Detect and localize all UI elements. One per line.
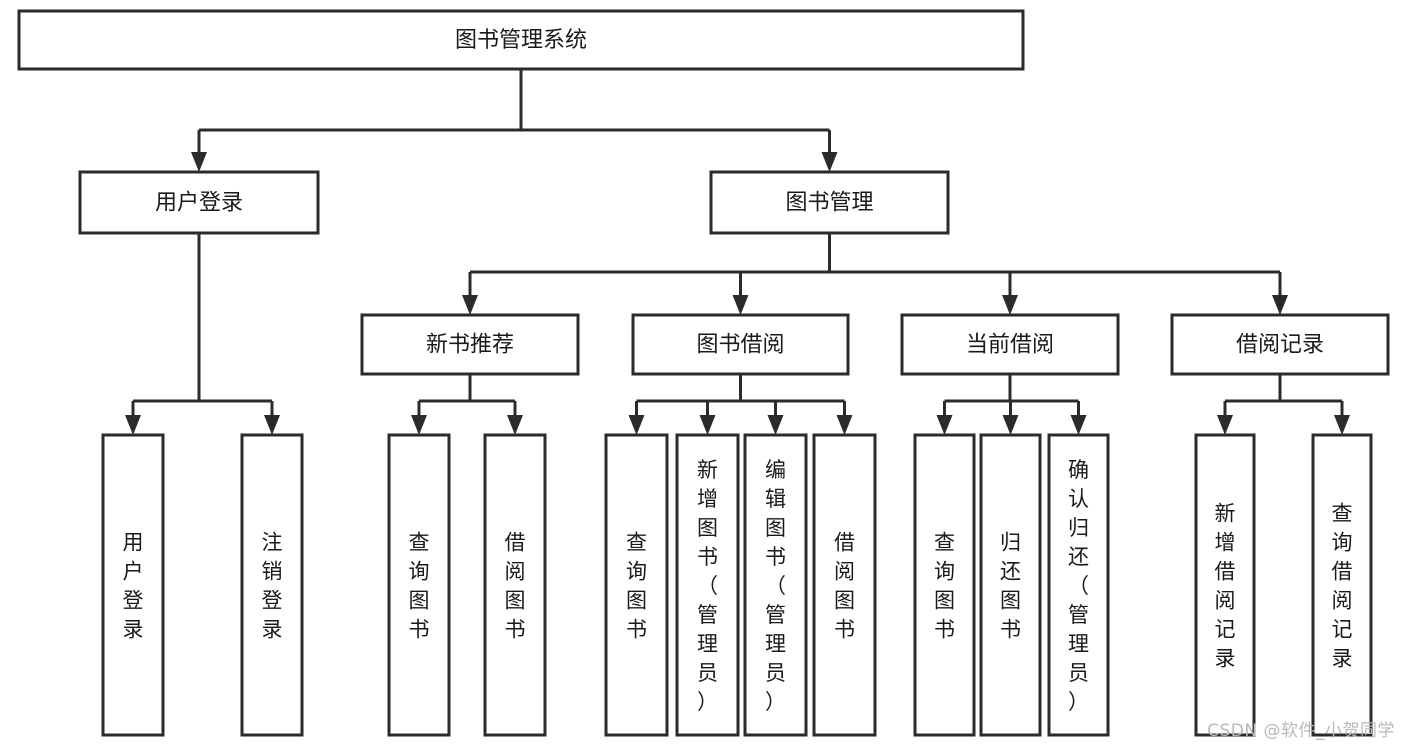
node-box <box>360 313 580 376</box>
connectors-layer <box>125 69 1350 435</box>
node-label: 确认归还（管理员） <box>1068 458 1089 714</box>
connector-arrowhead <box>836 415 853 435</box>
node-box <box>1047 433 1110 737</box>
node-label: 借阅图书 <box>834 531 855 642</box>
connector-arrowhead <box>1070 415 1087 435</box>
connector-arrowhead <box>1002 295 1018 315</box>
nodes-layer: 图书管理系统用户登录图书管理新书推荐图书借阅当前借阅借阅记录用户登录注销登录查询… <box>17 9 1390 737</box>
node-box <box>913 433 976 737</box>
node-box <box>1170 313 1390 376</box>
node-label: 图书借阅 <box>696 333 784 358</box>
node-label: 借阅图书 <box>505 531 526 642</box>
node-label: 图书管理 <box>785 191 873 216</box>
node-root-root[interactable]: 图书管理系统 <box>17 9 1025 71</box>
node-label: 新书推荐 <box>426 333 514 358</box>
node-label: 注销登录 <box>262 531 283 642</box>
node-box <box>709 170 950 235</box>
node-box <box>240 433 304 737</box>
node-box <box>387 433 451 737</box>
node-box <box>675 433 740 737</box>
node-label: 查询图书 <box>934 531 955 642</box>
node-borrow-record[interactable]: 借阅记录 <box>1170 313 1390 376</box>
connector-arrowhead <box>732 295 749 315</box>
node-leaf-borrow-book[interactable]: 借阅图书 <box>812 433 877 737</box>
node-box <box>900 313 1120 376</box>
node-box <box>1311 433 1373 737</box>
connector-arrowhead <box>1217 415 1233 435</box>
node-label: 归还图书 <box>1000 531 1021 642</box>
node-label: 查询图书 <box>409 531 430 642</box>
node-box <box>1194 433 1256 737</box>
node-box <box>604 433 669 737</box>
node-label: 编辑图书（管理员） <box>765 458 786 714</box>
node-leaf-borrow-book-recommend[interactable]: 借阅图书 <box>483 433 547 737</box>
node-label: 用户登录 <box>123 531 144 642</box>
node-new-book-recommend[interactable]: 新书推荐 <box>360 313 580 376</box>
node-box <box>812 433 877 737</box>
node-book-management[interactable]: 图书管理 <box>709 170 950 235</box>
connector-arrowhead <box>125 415 141 435</box>
node-box <box>17 9 1025 71</box>
node-label: 新增借阅记录 <box>1215 502 1236 671</box>
node-label: 图书管理系统 <box>455 28 587 53</box>
connector-arrowhead <box>1334 415 1350 435</box>
node-leaf-query-book-borrow[interactable]: 查询图书 <box>604 433 669 737</box>
node-leaf-query-borrow-record[interactable]: 查询借阅记录 <box>1311 433 1373 737</box>
node-box <box>743 433 808 737</box>
node-leaf-query-book-recommend[interactable]: 查询图书 <box>387 433 451 737</box>
connector-arrowhead <box>699 415 716 435</box>
node-box <box>631 313 850 376</box>
connector-arrowhead <box>507 415 523 435</box>
node-box <box>78 170 320 235</box>
connector-arrowhead <box>191 152 207 172</box>
connector-arrowhead <box>1002 415 1019 435</box>
node-box <box>483 433 547 737</box>
node-leaf-logout[interactable]: 注销登录 <box>240 433 304 737</box>
node-leaf-add-borrow-record[interactable]: 新增借阅记录 <box>1194 433 1256 737</box>
node-leaf-edit-book-admin[interactable]: 编辑图书（管理员） <box>743 433 808 737</box>
node-leaf-return-book[interactable]: 归还图书 <box>979 433 1042 737</box>
node-label: 查询图书 <box>626 531 647 642</box>
node-box <box>979 433 1042 737</box>
node-leaf-confirm-return-admin[interactable]: 确认归还（管理员） <box>1047 433 1110 737</box>
connector-arrowhead <box>936 415 953 435</box>
connector-arrowhead <box>1272 295 1288 315</box>
csdn-watermark: CSDN @软件_小贺同学 <box>1207 721 1395 741</box>
node-label: 借阅记录 <box>1236 333 1324 358</box>
node-leaf-user-login[interactable]: 用户登录 <box>101 433 165 737</box>
node-label: 用户登录 <box>155 191 243 216</box>
node-user-login[interactable]: 用户登录 <box>78 170 320 235</box>
node-box <box>101 433 165 737</box>
node-label: 查询借阅记录 <box>1332 502 1353 671</box>
connector-arrowhead <box>628 415 645 435</box>
node-leaf-add-book-admin[interactable]: 新增图书（管理员） <box>675 433 740 737</box>
connector-arrowhead <box>264 415 280 435</box>
connector-arrowhead <box>462 295 478 315</box>
node-book-borrow[interactable]: 图书借阅 <box>631 313 850 376</box>
node-leaf-query-book-current[interactable]: 查询图书 <box>913 433 976 737</box>
node-current-borrow[interactable]: 当前借阅 <box>900 313 1120 376</box>
node-label: 新增图书（管理员） <box>697 458 718 714</box>
connector-arrowhead <box>767 415 784 435</box>
connector-arrowhead <box>821 152 838 172</box>
node-label: 当前借阅 <box>966 333 1054 358</box>
connector-arrowhead <box>411 415 427 435</box>
